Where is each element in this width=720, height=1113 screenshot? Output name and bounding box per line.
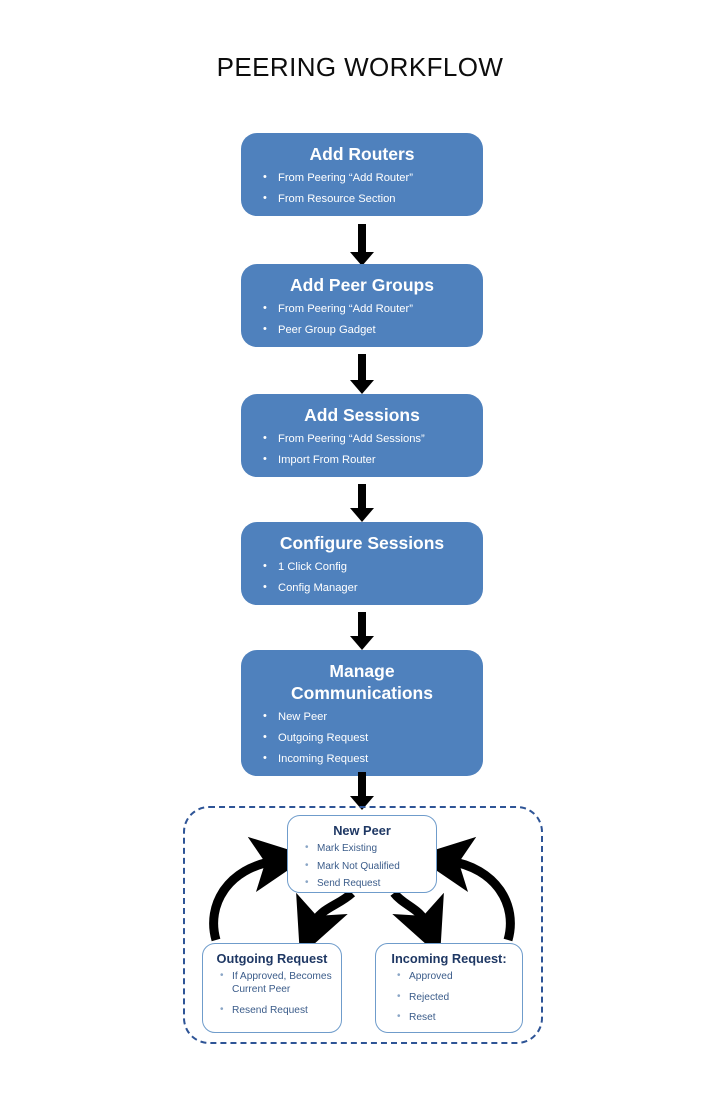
list-item: Send Request — [300, 877, 432, 890]
arrow-head — [350, 508, 374, 522]
flow-step-bullet-list: From Peering “Add Router” From Resource … — [241, 171, 483, 206]
arrow-head — [350, 636, 374, 650]
flow-step-title: Add Sessions — [304, 405, 420, 425]
flow-step-add-peer-groups[interactable]: Add Peer Groups From Peering “Add Router… — [241, 264, 483, 347]
flow-step-bullet-list: New Peer Outgoing Request Incoming Reque… — [241, 710, 483, 766]
list-item: Resend Request — [215, 1004, 337, 1017]
list-item: From Resource Section — [263, 192, 473, 206]
list-item: From Peering “Add Router” — [263, 171, 473, 185]
list-item: Config Manager — [263, 581, 473, 595]
list-item: Outgoing Request — [263, 731, 473, 745]
detail-box-outgoing-request[interactable]: Outgoing Request If Approved, Becomes Cu… — [202, 943, 342, 1033]
flow-step-bullet-list: 1 Click Config Config Manager — [241, 560, 483, 595]
list-item: Incoming Request — [263, 752, 473, 766]
arrow-shaft — [358, 772, 366, 798]
detail-box-bullet-list: If Approved, Becomes Current Peer Resend… — [207, 970, 337, 1017]
list-item: New Peer — [263, 710, 473, 724]
flow-step-title: Manage Communications — [241, 660, 483, 704]
list-item: Peer Group Gadget — [263, 323, 473, 337]
detail-box-incoming-request[interactable]: Incoming Request: Approved Rejected Rese… — [375, 943, 523, 1033]
arrow-shaft — [358, 484, 366, 510]
arrow-sessions-to-configure — [350, 484, 374, 528]
list-item: If Approved, Becomes Current Peer — [215, 970, 337, 996]
arrow-head — [350, 380, 374, 394]
list-item: Approved — [392, 970, 518, 983]
arrow-shaft — [358, 612, 366, 638]
flow-step-title: Configure Sessions — [279, 533, 445, 553]
detail-box-title: Incoming Request: — [391, 951, 507, 966]
arrow-shaft — [358, 224, 366, 254]
arrow-routers-to-peer-groups — [350, 224, 374, 268]
detail-group-container — [183, 806, 543, 1044]
flow-step-add-routers[interactable]: Add Routers From Peering “Add Router” Fr… — [241, 133, 483, 216]
flow-step-title-line2: Communications — [291, 683, 433, 704]
flow-step-title-line1: Manage — [329, 661, 395, 681]
arrow-head — [350, 252, 374, 266]
flow-step-bullet-list: From Peering “Add Sessions” Import From … — [241, 432, 483, 467]
list-item: Rejected — [392, 991, 518, 1004]
flow-step-title: Add Routers — [309, 144, 415, 164]
flow-step-title: Add Peer Groups — [290, 275, 434, 295]
detail-box-new-peer[interactable]: New Peer Mark Existing Mark Not Qualifie… — [287, 815, 437, 893]
list-item: From Peering “Add Router” — [263, 302, 473, 316]
list-item: Import From Router — [263, 453, 473, 467]
list-item: Mark Not Qualified — [300, 860, 432, 873]
list-item: 1 Click Config — [263, 560, 473, 574]
arrow-peer-groups-to-sessions — [350, 354, 374, 398]
page-title: PEERING WORKFLOW — [216, 52, 504, 82]
arrow-shaft — [358, 354, 366, 382]
detail-box-title: New Peer — [333, 823, 391, 838]
detail-box-bullet-list: Mark Existing Mark Not Qualified Send Re… — [292, 842, 432, 890]
flow-step-bullet-list: From Peering “Add Router” Peer Group Gad… — [241, 302, 483, 337]
detail-box-title: Outgoing Request — [216, 951, 328, 966]
list-item: Reset — [392, 1011, 518, 1024]
flow-step-add-sessions[interactable]: Add Sessions From Peering “Add Sessions”… — [241, 394, 483, 477]
list-item: Mark Existing — [300, 842, 432, 855]
flow-step-configure-sessions[interactable]: Configure Sessions 1 Click Config Config… — [241, 522, 483, 605]
list-item: From Peering “Add Sessions” — [263, 432, 473, 446]
arrow-configure-to-manage — [350, 612, 374, 656]
detail-box-bullet-list: Approved Rejected Reset — [380, 970, 518, 1024]
flow-step-manage-communications[interactable]: Manage Communications New Peer Outgoing … — [241, 650, 483, 777]
